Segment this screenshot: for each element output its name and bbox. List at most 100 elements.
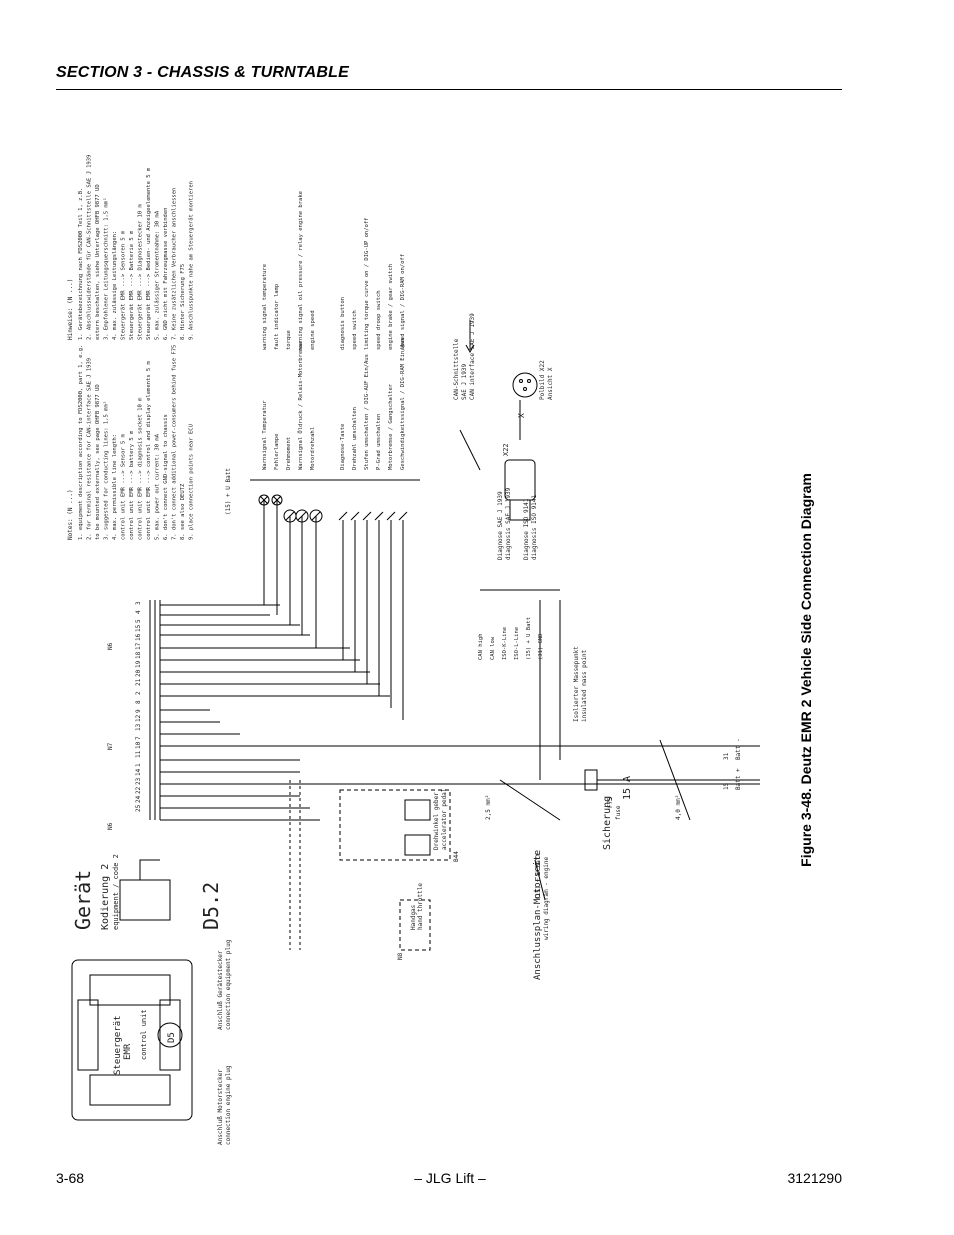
switch-symbols xyxy=(338,511,408,521)
note-line: control unit EMR ---> control and displa… xyxy=(146,361,152,540)
switch-label: Stufen umschalten / DIG-AUF Ein/Aus xyxy=(364,354,370,470)
diag-iso-en: diagnosis ISO 9141 xyxy=(531,495,538,560)
n-tag-2: N7 xyxy=(107,742,114,750)
hinweis-line: Steuergerät EMR ---> Diagnosestecker 10 … xyxy=(138,204,144,340)
signal-label: (15) + U Batt xyxy=(526,617,532,660)
lamp-label: Warnsignal Temperatur xyxy=(262,400,268,470)
switch-label: P-Grad umschalten xyxy=(376,414,382,470)
x-mark: X xyxy=(517,413,526,418)
hinweis-line: 1. Gerätebezeichnung nach FDS2000 Teil 1… xyxy=(78,188,84,340)
engine-plug-label: Anschluß Motorstecker xyxy=(217,1069,224,1145)
hinweis-line: Steuergerät EMR ---> Batterie 5 m xyxy=(129,230,135,340)
pin-number: 9 xyxy=(135,709,142,713)
section-title: SECTION 3 - CHASSIS & TURNTABLE xyxy=(56,64,350,81)
b44-label: B44 xyxy=(453,851,460,862)
x22-label: X22 xyxy=(502,443,510,456)
signal-label: CAN low xyxy=(490,636,496,660)
signal-label: ISO-K-Line xyxy=(502,627,508,660)
pin-number: 22 xyxy=(135,786,142,794)
switch-label-en: diagnosis button xyxy=(340,297,346,350)
f75-label: F75 xyxy=(607,797,614,808)
hinweise-title: Hinweise: (N ...) xyxy=(67,279,74,340)
pin-number: 2 xyxy=(135,691,142,695)
hinweis-line: 8. Hinter Sicherung F75 xyxy=(180,264,186,340)
plug-clip-b xyxy=(159,999,181,1071)
hinweise-list: 1. Gerätebezeichnung nach FDS2000 Teil 1… xyxy=(78,155,195,340)
anschluss-motor-label: Anschlussplan-Motorseite xyxy=(533,850,543,980)
pin-number: 8 xyxy=(135,700,142,704)
wiring-engine-label: wiring diagram - engine xyxy=(543,857,550,940)
pin-number: 19 xyxy=(135,660,142,668)
lamp-label: Drehmoment xyxy=(286,437,292,470)
pin-number: 10 xyxy=(135,741,142,749)
pin-number: 17 xyxy=(135,642,142,650)
diag-sae-en: diagnosis SAE J 1939 xyxy=(505,487,512,560)
signal-label: CAN high xyxy=(478,634,484,661)
pin-number: 12 xyxy=(135,714,142,722)
note-line: control unit EMR ---> Sensor 5 m xyxy=(121,433,127,540)
header-rule xyxy=(56,89,842,90)
pin-number: 5 xyxy=(135,619,142,623)
lamp-labels: Warnsignal Temperatur Fehlerlampe Drehmome… xyxy=(262,191,316,470)
hinweis-line: 7. Keine zusätzlichen Verbraucher anschl… xyxy=(172,188,178,340)
pin-number: 11 xyxy=(135,750,142,758)
switch-label-en: engine brake / gear switch xyxy=(388,264,394,350)
hinweis-line: Steuergerät EMR ---> Sensoren 5 m xyxy=(121,230,127,340)
note-line: control unit EMR ---> battery 5 m xyxy=(129,430,135,540)
device-box xyxy=(119,879,171,921)
hinweis-line: 9. Anschlusspunkte nahe am Steuergerät m… xyxy=(189,181,195,340)
switch-label: Motorbremse / Gangschalter xyxy=(388,383,394,470)
equip-plug-label: Anschluß Gerätestecker xyxy=(217,950,224,1030)
notes-title: Notes: (N ...) xyxy=(67,489,74,540)
switch-label: Geschwindigkeitssignal / DIG-RAM Ein/Aus xyxy=(400,338,406,470)
figure-caption: Figure 3-48. Deutz EMR 2 Vehicle Side Co… xyxy=(798,473,814,867)
hinweis-line: extern beschalten, siehe Unterlage OHFB … xyxy=(95,184,101,340)
fuse-rating: 15 A xyxy=(622,776,633,800)
pin-number: 7 xyxy=(135,736,142,740)
signal-label: (31) GND xyxy=(538,634,544,661)
hinweis-line: 2. Abschlusswiderstände für CAN-Schnitts… xyxy=(87,155,93,340)
d5-label: D5 xyxy=(167,1032,177,1043)
signal-label: ISO-L-Line xyxy=(514,627,520,660)
hinweis-line: Steuergerät EMR ---> Bedien- und Anzeige… xyxy=(146,167,152,340)
switch-drops xyxy=(342,520,404,720)
pin-number: 15 xyxy=(135,624,142,632)
equipment-plug-outline xyxy=(71,959,193,1121)
equip-plug-en: connection equipment plug xyxy=(225,939,232,1030)
can-sae-label: SAE J 1939 xyxy=(461,363,468,400)
device-coding-en: equipment / code 2 xyxy=(112,854,120,930)
note-line: to be mounted externally, see page OHFB … xyxy=(95,384,101,540)
accelerator-label: accelerator pedal xyxy=(441,788,448,850)
device-coding: Kodierung 2 xyxy=(100,864,111,930)
x22-pin-view xyxy=(512,372,538,398)
emr-label: EMR xyxy=(123,1043,133,1060)
fuse-tag-bottom: (15) + U Batt xyxy=(535,853,542,900)
n-tag-1: N6 xyxy=(107,822,114,830)
handgas-label: Handgas xyxy=(410,904,417,930)
cable-25-label: 2,5 mm² xyxy=(485,795,492,820)
n31-label: 31 xyxy=(723,752,730,760)
drehwinkel-label: Drehwinkel geber xyxy=(433,792,440,850)
note-line: 1. equipment description according to FD… xyxy=(78,345,84,540)
lamp-symbols xyxy=(258,494,323,523)
pin-number: 21 xyxy=(135,678,142,686)
lamp-label-en: warning signal temperature xyxy=(262,264,268,350)
note-line: 6. don't connect GND-signal to chassis xyxy=(163,414,169,540)
harness-wires xyxy=(160,604,760,821)
fuse-tag-top: (15) + U Batt xyxy=(225,468,232,515)
page-number: 3-68 xyxy=(56,1170,85,1186)
diag-sae-label: Diagnose SAE J 1939 xyxy=(497,491,504,560)
document-number: 3121290 xyxy=(787,1170,842,1186)
hinweis-line: 4. max. zulässige Leitungslängen: xyxy=(112,231,118,340)
pin-number: 23 xyxy=(135,777,142,785)
handgas-box xyxy=(399,899,431,951)
hand-throttle-label: hand throttle xyxy=(417,883,424,930)
lamp-label: Fehlerlampe xyxy=(274,434,280,470)
pin-number: 3 xyxy=(135,601,142,605)
hinweis-line: 5. max. zulässiger Stromentnahme: 30 mA xyxy=(155,210,161,340)
engine-plug-pins-a xyxy=(89,1074,171,1106)
can-iface-en: CAN interface SAE J 1939 xyxy=(469,313,476,400)
pin-number: 14 xyxy=(135,768,142,776)
